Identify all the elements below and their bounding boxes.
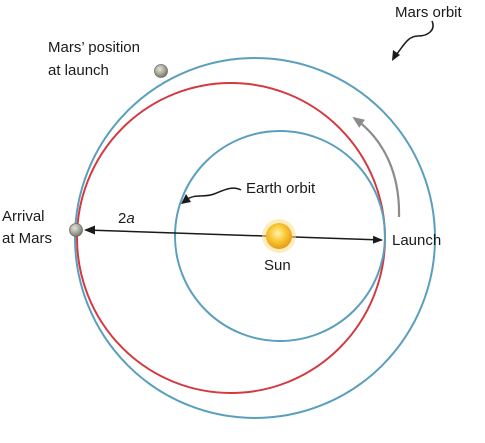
major-axis-arrowhead-left (84, 225, 95, 235)
arrival-label-line2: at Mars (2, 230, 52, 247)
sun-label: Sun (264, 257, 291, 274)
mars-position-label-line1: Mars’ position (48, 39, 140, 56)
mars-orbit-circle (74, 57, 436, 419)
squiggle-leader-icon (395, 20, 434, 56)
mars-orbit-label: Mars orbit (395, 4, 463, 21)
arrival-label-line1: Arrival (2, 208, 45, 225)
leader-arrowhead (392, 50, 400, 61)
earth-orbit-label: Earth orbit (246, 180, 316, 197)
semi-major-axis-label: 2a (118, 210, 135, 227)
earth-orbit-circle (174, 130, 386, 342)
squiggle-leader-icon (185, 187, 242, 201)
curved-arrow-icon (352, 116, 401, 218)
mars-position-label-line2: at launch (48, 62, 109, 79)
semi-major-axis-prefix: 2 (118, 210, 126, 227)
planet-icon (154, 64, 168, 78)
leader-arrowhead (181, 194, 191, 204)
sun-icon (262, 219, 296, 253)
semi-major-axis-variable: a (126, 210, 134, 227)
launch-label: Launch (392, 232, 441, 249)
major-axis-arrow (85, 229, 383, 244)
planet-icon (69, 223, 83, 237)
